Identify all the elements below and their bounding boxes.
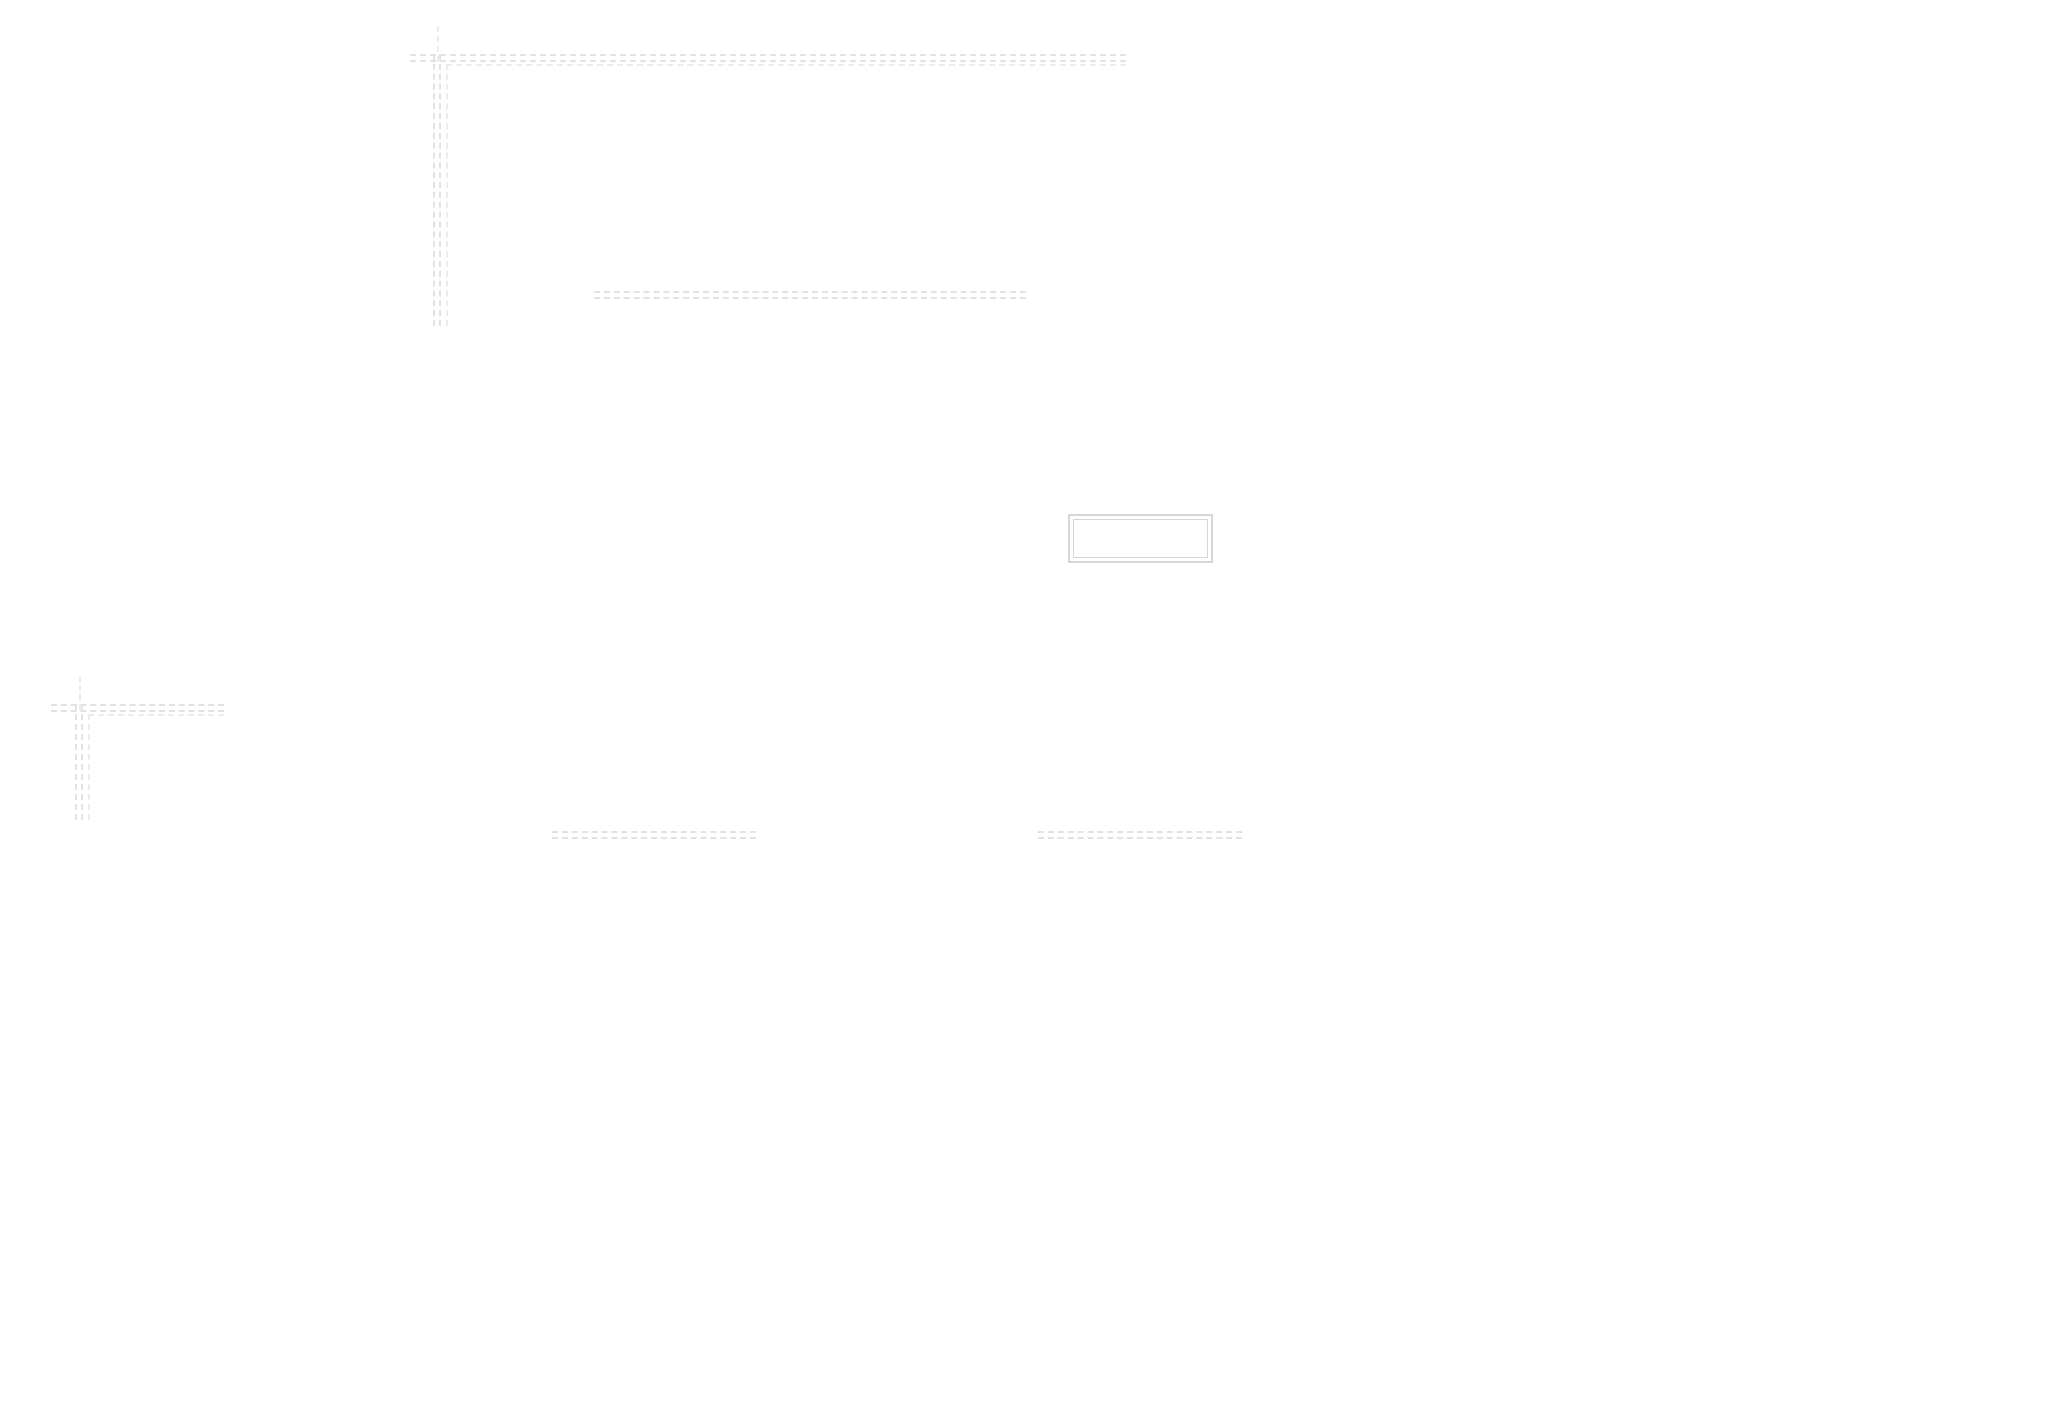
top-vertical-guide [433,54,441,326]
bottom-inner-bracket-v [88,714,90,820]
empty-placeholder-box[interactable] [1068,514,1213,563]
bottom-inner-bracket-h [88,714,224,716]
top-horizontal-guide [410,54,1126,62]
bottom-left-short-guide [552,831,756,839]
bottom-vertical-guide [75,704,83,820]
top-lower-guide [594,291,1026,299]
bottom-corner-tick [79,676,81,710]
bottom-right-short-guide [1038,831,1242,839]
top-inner-bracket-v [446,64,448,326]
empty-placeholder-box-inner [1073,519,1208,558]
top-corner-tick [437,26,439,62]
top-inner-bracket-h [446,64,1126,66]
bottom-horizontal-guide [51,704,224,712]
